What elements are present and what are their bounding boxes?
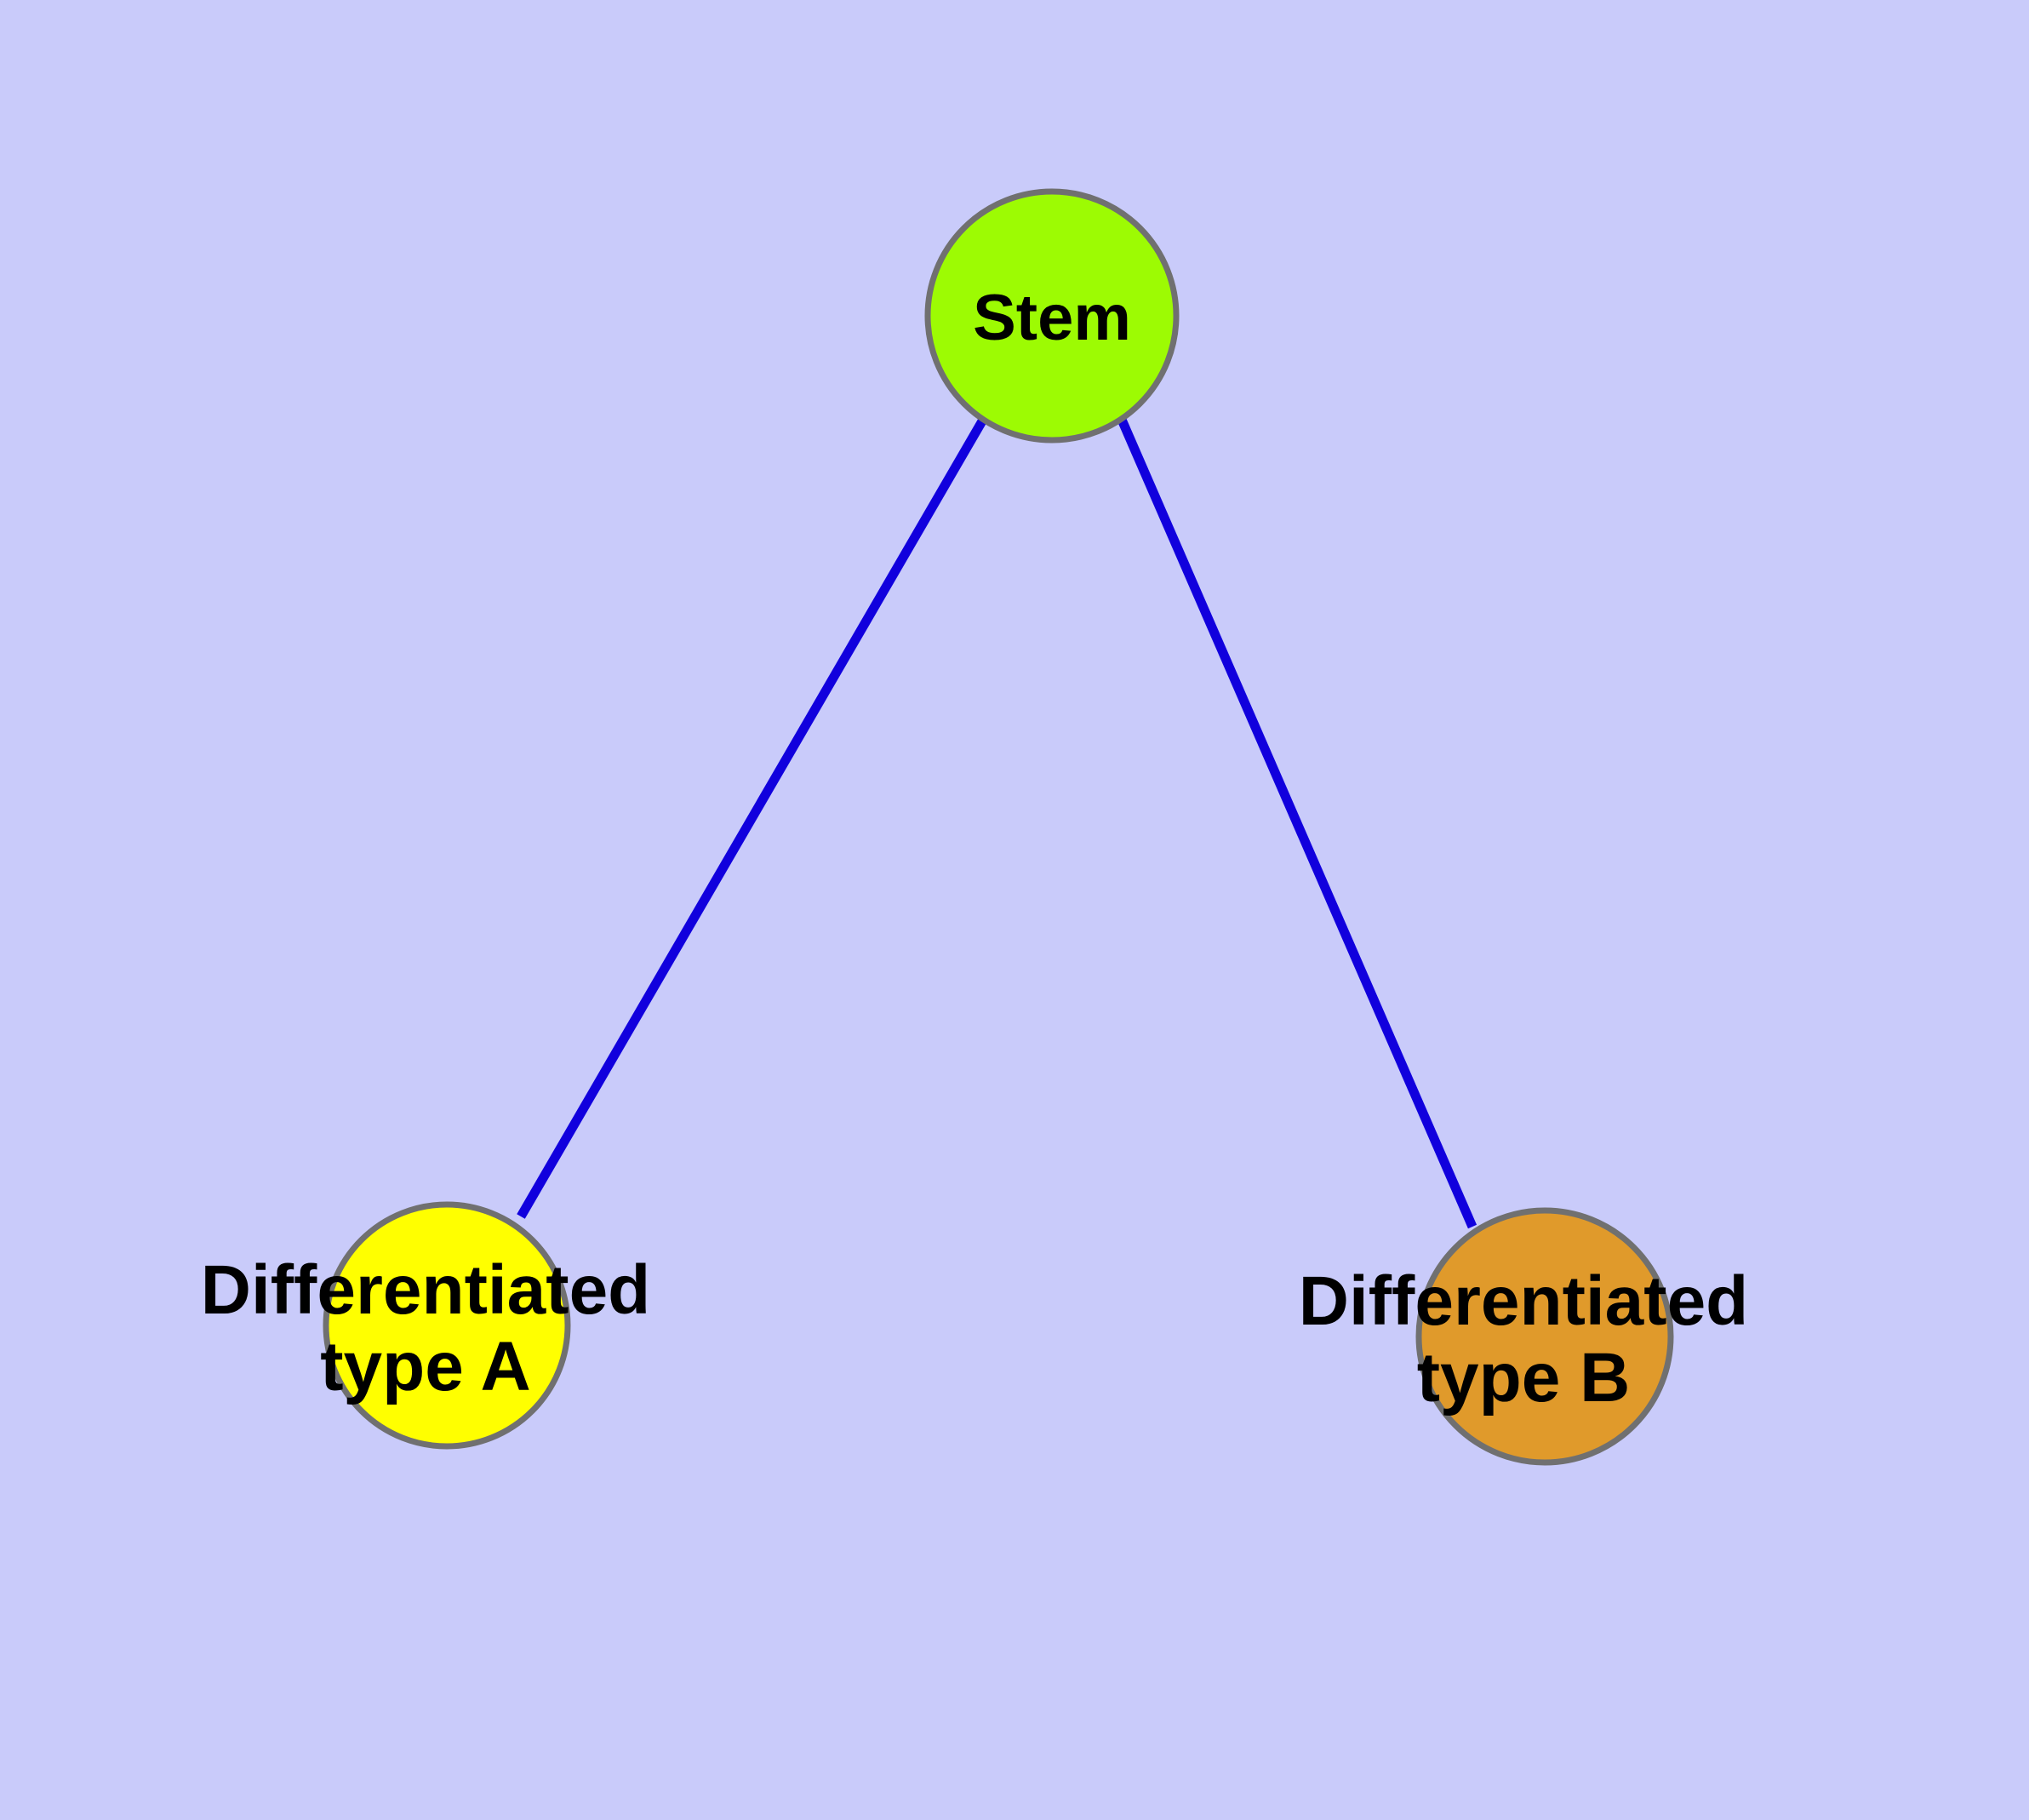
edge-stem-to-diff-b[interactable] <box>1117 417 1477 1229</box>
node-differentiated-type-a[interactable] <box>323 1201 571 1450</box>
node-differentiated-type-b[interactable] <box>1415 1207 1674 1466</box>
edge-layer <box>517 417 1477 1229</box>
node-stem[interactable] <box>924 188 1180 444</box>
node-layer <box>323 188 1674 1466</box>
edge-stem-to-diff-a[interactable] <box>517 417 987 1219</box>
